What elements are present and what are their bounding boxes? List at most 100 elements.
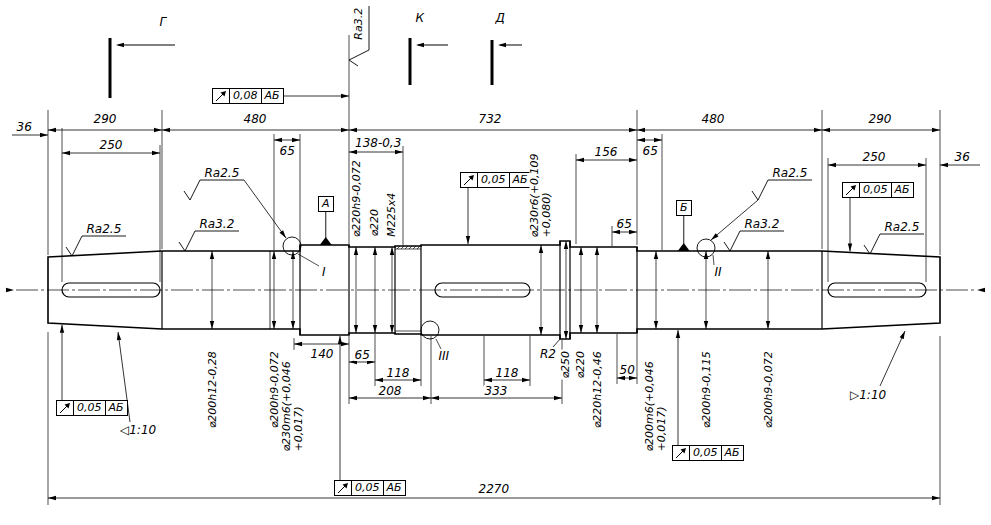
extension-line xyxy=(940,110,941,255)
leader-line xyxy=(850,198,851,251)
dimension-label: 2270 xyxy=(478,483,511,496)
leader-line xyxy=(553,338,561,347)
arrow-head xyxy=(154,128,162,132)
arrow-head xyxy=(294,342,302,346)
arrow-head xyxy=(766,251,770,259)
dimension-line xyxy=(349,130,637,131)
arrow-head xyxy=(828,163,836,167)
arrow-head xyxy=(654,321,658,329)
diameter-line xyxy=(392,247,393,333)
frame-value: 0,05 xyxy=(859,183,891,197)
dimension-label: 50 xyxy=(619,364,636,377)
hatch-line xyxy=(405,246,408,249)
dimension-label: 118 xyxy=(386,367,411,380)
extension-line xyxy=(612,226,613,246)
datum-box: А xyxy=(318,196,334,212)
extension-line xyxy=(637,334,638,384)
arrow-head xyxy=(977,288,985,292)
tolerance-frame: 0,05АБ xyxy=(56,400,128,416)
arrow-head xyxy=(704,251,708,259)
arrow-head xyxy=(629,158,637,162)
frame-value: АБ xyxy=(891,183,913,197)
callout-number: II xyxy=(714,266,723,279)
arrow-head xyxy=(564,241,568,249)
arrow-head xyxy=(291,251,295,259)
arrow-head xyxy=(373,325,377,333)
runout-symbol xyxy=(461,173,477,187)
arrow-head xyxy=(539,327,543,335)
extension-line xyxy=(62,128,63,282)
arrow-head xyxy=(766,321,770,329)
arrow-head xyxy=(814,128,822,132)
dimension-label: 65 xyxy=(616,218,633,231)
arrow-head xyxy=(595,325,599,333)
section-letter: Д xyxy=(495,12,506,25)
hatch-line xyxy=(397,246,400,249)
arrow-head xyxy=(48,496,56,500)
roughness-symbol xyxy=(752,180,812,200)
roughness-label: Ra2.5 xyxy=(884,221,921,234)
diameter-line xyxy=(581,247,582,333)
arrow-head xyxy=(60,325,64,333)
datum-line xyxy=(683,216,684,244)
extension-line xyxy=(431,336,432,404)
hatch-line xyxy=(409,246,412,249)
dimension-label: ⌀230m6(+0,046 +0,017) xyxy=(281,350,304,452)
extension-line xyxy=(375,334,376,386)
dimension-label: ⌀200m6(+0,046 +0,017) xyxy=(644,350,667,452)
arrow-head xyxy=(900,331,905,339)
roughness-label: Ra3.2 xyxy=(199,218,236,231)
roughness-label: Ra2.5 xyxy=(772,167,809,180)
dimension-line xyxy=(162,130,349,131)
tolerance-frame: 0,05АБ xyxy=(842,182,914,198)
arrow-head xyxy=(338,336,342,344)
extension-line xyxy=(940,336,941,505)
arrow-head xyxy=(498,43,506,47)
dimension-label: 290 xyxy=(93,113,118,126)
dimension-label: 36 xyxy=(16,121,33,134)
arrow-head xyxy=(554,396,562,400)
leader-line xyxy=(284,96,349,97)
arrow-head xyxy=(341,94,349,98)
detail-circle xyxy=(283,237,301,255)
dimension-label: ▷1:10 xyxy=(849,389,887,402)
arrow-head xyxy=(390,247,394,255)
extension-line xyxy=(160,145,161,282)
diameter-line xyxy=(706,251,707,329)
extension-line xyxy=(926,158,927,282)
tolerance-frame: 0,05АБ xyxy=(460,172,532,188)
arrow-head xyxy=(291,321,295,329)
dimension-label: 250 xyxy=(99,139,124,152)
arrow-head xyxy=(539,245,543,253)
leader-line xyxy=(713,255,714,265)
section-letter: К xyxy=(415,12,426,25)
arrow-head xyxy=(932,128,940,132)
shaft-step xyxy=(348,245,349,335)
extension-line xyxy=(162,110,163,249)
section-letter: Г xyxy=(159,16,168,29)
frame-value: АБ xyxy=(383,481,405,495)
roughness-symbol xyxy=(66,236,126,256)
roughness-label: Ra3.2 xyxy=(353,7,365,41)
extension-line xyxy=(48,332,49,505)
diameter-line xyxy=(212,251,213,329)
dimension-label: 140 xyxy=(310,348,335,361)
arrow-head xyxy=(274,138,282,142)
arrow-head xyxy=(629,128,637,132)
dimension-line xyxy=(349,398,431,399)
extension-line xyxy=(48,110,49,255)
center-line xyxy=(16,290,975,291)
extension-line xyxy=(421,336,422,386)
arrow-head xyxy=(579,247,583,255)
arrow-head xyxy=(354,247,358,255)
arrow-head xyxy=(676,330,680,338)
arrow-head xyxy=(612,230,620,234)
roughness-symbol xyxy=(724,231,784,251)
dimension-label: ⌀220 xyxy=(369,208,381,238)
dimension-label: ◁1:10 xyxy=(119,424,157,437)
roughness-label: Ra2.5 xyxy=(204,167,241,180)
dimension-label: 138-0,3 xyxy=(354,137,402,150)
dimension-label: 333 xyxy=(484,385,509,398)
diameter-line xyxy=(768,251,769,329)
arrow-head xyxy=(711,233,719,240)
